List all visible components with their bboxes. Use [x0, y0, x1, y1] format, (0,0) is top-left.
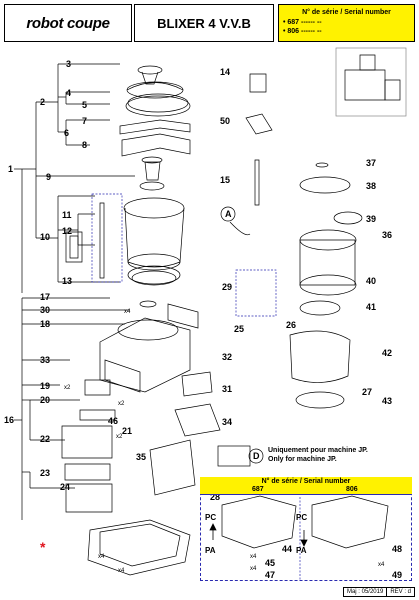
part-number-label: 21	[122, 426, 132, 436]
footer-revision: Maj : 05/2019 REV : d	[342, 587, 415, 597]
quantity-label: x2	[118, 401, 125, 407]
serial-number-box: N° de série / Serial number • 687 ------…	[278, 4, 415, 42]
part-number-label: 35	[136, 452, 146, 462]
part-number-label: 16	[4, 415, 14, 425]
legend-col-687: 687	[252, 486, 264, 493]
part-number-label: 1	[8, 164, 13, 174]
part-number-label: 12	[62, 226, 72, 236]
part-number-label: 48	[392, 544, 402, 554]
part-number-label: 19	[40, 381, 50, 391]
quantity-label: x2	[116, 434, 123, 440]
quantity-label: x4	[378, 562, 385, 568]
part-labels: 1 2 3 4 5 6 7 8 9 10 11 12 13 14 15 16 1…	[4, 59, 402, 580]
part-number-label: 42	[382, 348, 392, 358]
legend-title: N° de série / Serial number	[261, 478, 351, 485]
header: robot coupe BLIXER 4 V.V.B N° de série /…	[4, 4, 415, 42]
jp-note: Uniquement pour machine JP. Only for mac…	[268, 446, 368, 464]
footer-date: Maj : 05/2019	[346, 589, 384, 595]
part-number-label: 13	[62, 276, 72, 286]
legend-pc-label: PC	[205, 513, 216, 522]
part-number-label: 34	[222, 417, 232, 427]
part-number-label: 49	[392, 570, 402, 580]
part-number-label: 27	[362, 387, 372, 397]
part-number-label: 18	[40, 319, 50, 329]
part-number-label: 6	[64, 128, 69, 138]
legend-col-806: 806	[346, 486, 358, 493]
part-number-label: 8	[82, 140, 87, 150]
part-number-label: 38	[366, 181, 376, 191]
part-number-label: 29	[222, 282, 232, 292]
part-number-label: 17	[40, 292, 50, 302]
part-number-label: 14	[220, 67, 230, 77]
legend-pa-label: PA	[205, 546, 216, 555]
serial-heading: N° de série / Serial number	[302, 9, 391, 16]
part-number-label: 20	[40, 395, 50, 405]
part-number-label: 31	[222, 384, 232, 394]
part-number-label: 11	[62, 210, 72, 220]
part-number-label: 7	[82, 116, 87, 126]
part-number-label: 32	[222, 352, 232, 362]
part-number-label: 28	[210, 492, 220, 502]
serial-legend-header: N° de série / Serial number 687 806	[200, 477, 412, 495]
part-number-label: 37	[366, 158, 376, 168]
quantity-label: x4	[118, 568, 125, 574]
quantity-label: x4	[98, 554, 105, 560]
part-number-label: 26	[286, 320, 296, 330]
part-number-label: D	[253, 451, 260, 461]
part-number-label: 33	[40, 355, 50, 365]
quantity-label: x2	[64, 385, 71, 391]
part-number-label: 15	[220, 175, 230, 185]
part-number-label: 23	[40, 468, 50, 478]
brand-logo: robot coupe	[26, 14, 110, 32]
legend-pc-label-2: PC	[296, 513, 307, 522]
jp-note-fr: Uniquement pour machine JP.	[268, 447, 368, 454]
part-number-label: 47	[265, 570, 275, 580]
model-title: BLIXER 4 V.V.B	[134, 4, 274, 42]
part-number-label: 25	[234, 324, 244, 334]
part-number-label: 40	[366, 276, 376, 286]
quantity-labels: x4 x2 x2 x2 x4 x4 x4 x4 x4	[64, 309, 385, 574]
part-number-label: A	[225, 209, 232, 219]
part-number-label: 39	[366, 214, 376, 224]
quantity-label: x4	[250, 566, 257, 572]
logo-box: robot coupe	[4, 4, 132, 42]
part-number-label: 5	[82, 100, 87, 110]
part-number-label: 45	[265, 558, 275, 568]
part-number-label: 9	[46, 172, 51, 182]
part-number-label: 10	[40, 232, 50, 242]
part-number-label: 43	[382, 396, 392, 406]
part-number-label: 41	[366, 302, 376, 312]
part-number-label: 46	[108, 416, 118, 426]
footer-rev: REV : d	[386, 588, 414, 596]
asterisk-mark: *	[40, 539, 46, 555]
part-number-label: 30	[40, 305, 50, 315]
legend-pa-label-2: PA	[296, 546, 307, 555]
part-number-label: 24	[60, 482, 70, 492]
quantity-label: x4	[124, 309, 131, 315]
part-number-label: 4	[66, 88, 71, 98]
jp-note-en: Only for machine JP.	[268, 456, 337, 463]
part-number-label: 22	[40, 434, 50, 444]
part-number-label: 36	[382, 230, 392, 240]
part-number-label: 2	[40, 97, 45, 107]
serial-line-1: • 687 ------ --	[283, 19, 322, 26]
part-number-label: 3	[66, 59, 71, 69]
quantity-label: x4	[250, 554, 257, 560]
serial-line-2: • 806 ------ --	[283, 28, 322, 35]
part-number-label: 44	[282, 544, 292, 554]
part-number-label: 50	[220, 116, 230, 126]
